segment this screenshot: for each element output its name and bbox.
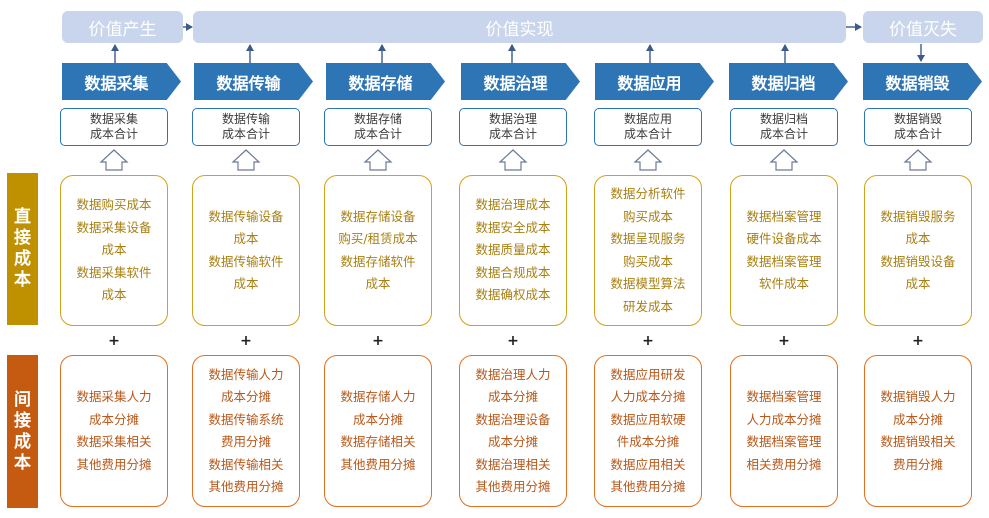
value-bar-realization: 价值实现 (193, 11, 846, 43)
plus-sign: + (642, 333, 654, 349)
stage-header-collection: 数据采集 (62, 63, 181, 100)
indirect-cost-box-transmission: 数据传输人力 成本分摊 数据传输系统 费用分摊 数据传输相关 其他费用分摊 (192, 355, 300, 507)
direct-cost-box-application: 数据分析软件 购买成本 数据呈现服务 购买成本 数据模型算法 研发成本 (594, 175, 702, 326)
direct-cost-box-archiving: 数据档案管理 硬件设备成本 数据档案管理 软件成本 (730, 175, 838, 326)
plus-sign: + (108, 333, 120, 349)
hollow-up-arrow-icon (769, 149, 799, 171)
subtotal-box-destruction: 数据销毁 成本合计 (864, 108, 972, 146)
subtotal-box-collection: 数据采集 成本合计 (60, 108, 168, 146)
subtotal-box-archiving: 数据归档 成本合计 (730, 108, 838, 146)
value-bar-label: 价值产生 (88, 19, 157, 40)
indirect-cost-box-destruction: 数据销毁人力 成本分摊 数据销毁相关 费用分摊 (864, 355, 972, 507)
direct-cost-box-storage: 数据存储设备 购买/租赁成本 数据存储软件 成本 (324, 175, 432, 326)
stage-header-transmission: 数据传输 (194, 63, 313, 100)
indirect-cost-box-archiving: 数据档案管理 人力成本分摊 数据档案管理 相关费用分摊 (730, 355, 838, 507)
stage-header-storage: 数据存储 (326, 63, 445, 100)
subtotal-box-storage: 数据存储 成本合计 (324, 108, 432, 146)
value-bar-loss: 价值灭失 (863, 11, 983, 43)
subtotal-box-governance: 数据治理 成本合计 (459, 108, 567, 146)
hollow-up-arrow-icon (633, 149, 663, 171)
value-bar-generation: 价值产生 (62, 11, 183, 43)
subtotal-box-application: 数据应用 成本合计 (594, 108, 702, 146)
plus-sign: + (507, 333, 519, 349)
indirect-cost-box-application: 数据应用研发 人力成本分摊 数据应用软硬 件成本分摊 数据应用相关 其他费用分摊 (594, 355, 702, 507)
indirect-cost-box-storage: 数据存储人力 成本分摊 数据存储相关 其他费用分摊 (324, 355, 432, 507)
direct-cost-box-transmission: 数据传输设备 成本 数据传输软件 成本 (192, 175, 300, 326)
plus-sign: + (372, 333, 384, 349)
stage-header-governance: 数据治理 (461, 63, 580, 100)
plus-sign: + (912, 333, 924, 349)
direct-cost-box-collection: 数据购买成本 数据采集设备 成本 数据采集软件 成本 (60, 175, 168, 326)
plus-sign: + (240, 333, 252, 349)
indirect-cost-box-governance: 数据治理人力 成本分摊 数据治理设备 成本分摊 数据治理相关 其他费用分摊 (459, 355, 567, 507)
direct-cost-box-destruction: 数据销毁服务 成本 数据销毁设备 成本 (864, 175, 972, 326)
side-label-indirect-cost: 间接成本 (7, 355, 38, 508)
hollow-up-arrow-icon (498, 149, 528, 171)
side-label-direct-cost: 直接成本 (7, 173, 38, 325)
indirect-cost-box-collection: 数据采集人力 成本分摊 数据采集相关 其他费用分摊 (60, 355, 168, 507)
stage-header-destruction: 数据销毁 (863, 63, 982, 100)
hollow-up-arrow-icon (363, 149, 393, 171)
value-bar-label: 价值实现 (485, 19, 554, 40)
subtotal-box-transmission: 数据传输 成本合计 (192, 108, 300, 146)
direct-cost-box-governance: 数据治理成本 数据安全成本 数据质量成本 数据合规成本 数据确权成本 (459, 175, 567, 326)
hollow-up-arrow-icon (903, 149, 933, 171)
hollow-up-arrow-icon (231, 149, 261, 171)
stage-header-archiving: 数据归档 (729, 63, 848, 100)
plus-sign: + (778, 333, 790, 349)
hollow-up-arrow-icon (99, 149, 129, 171)
value-bar-label: 价值灭失 (889, 19, 957, 40)
stage-header-application: 数据应用 (595, 63, 714, 100)
hollow-arrow-group (99, 149, 933, 171)
